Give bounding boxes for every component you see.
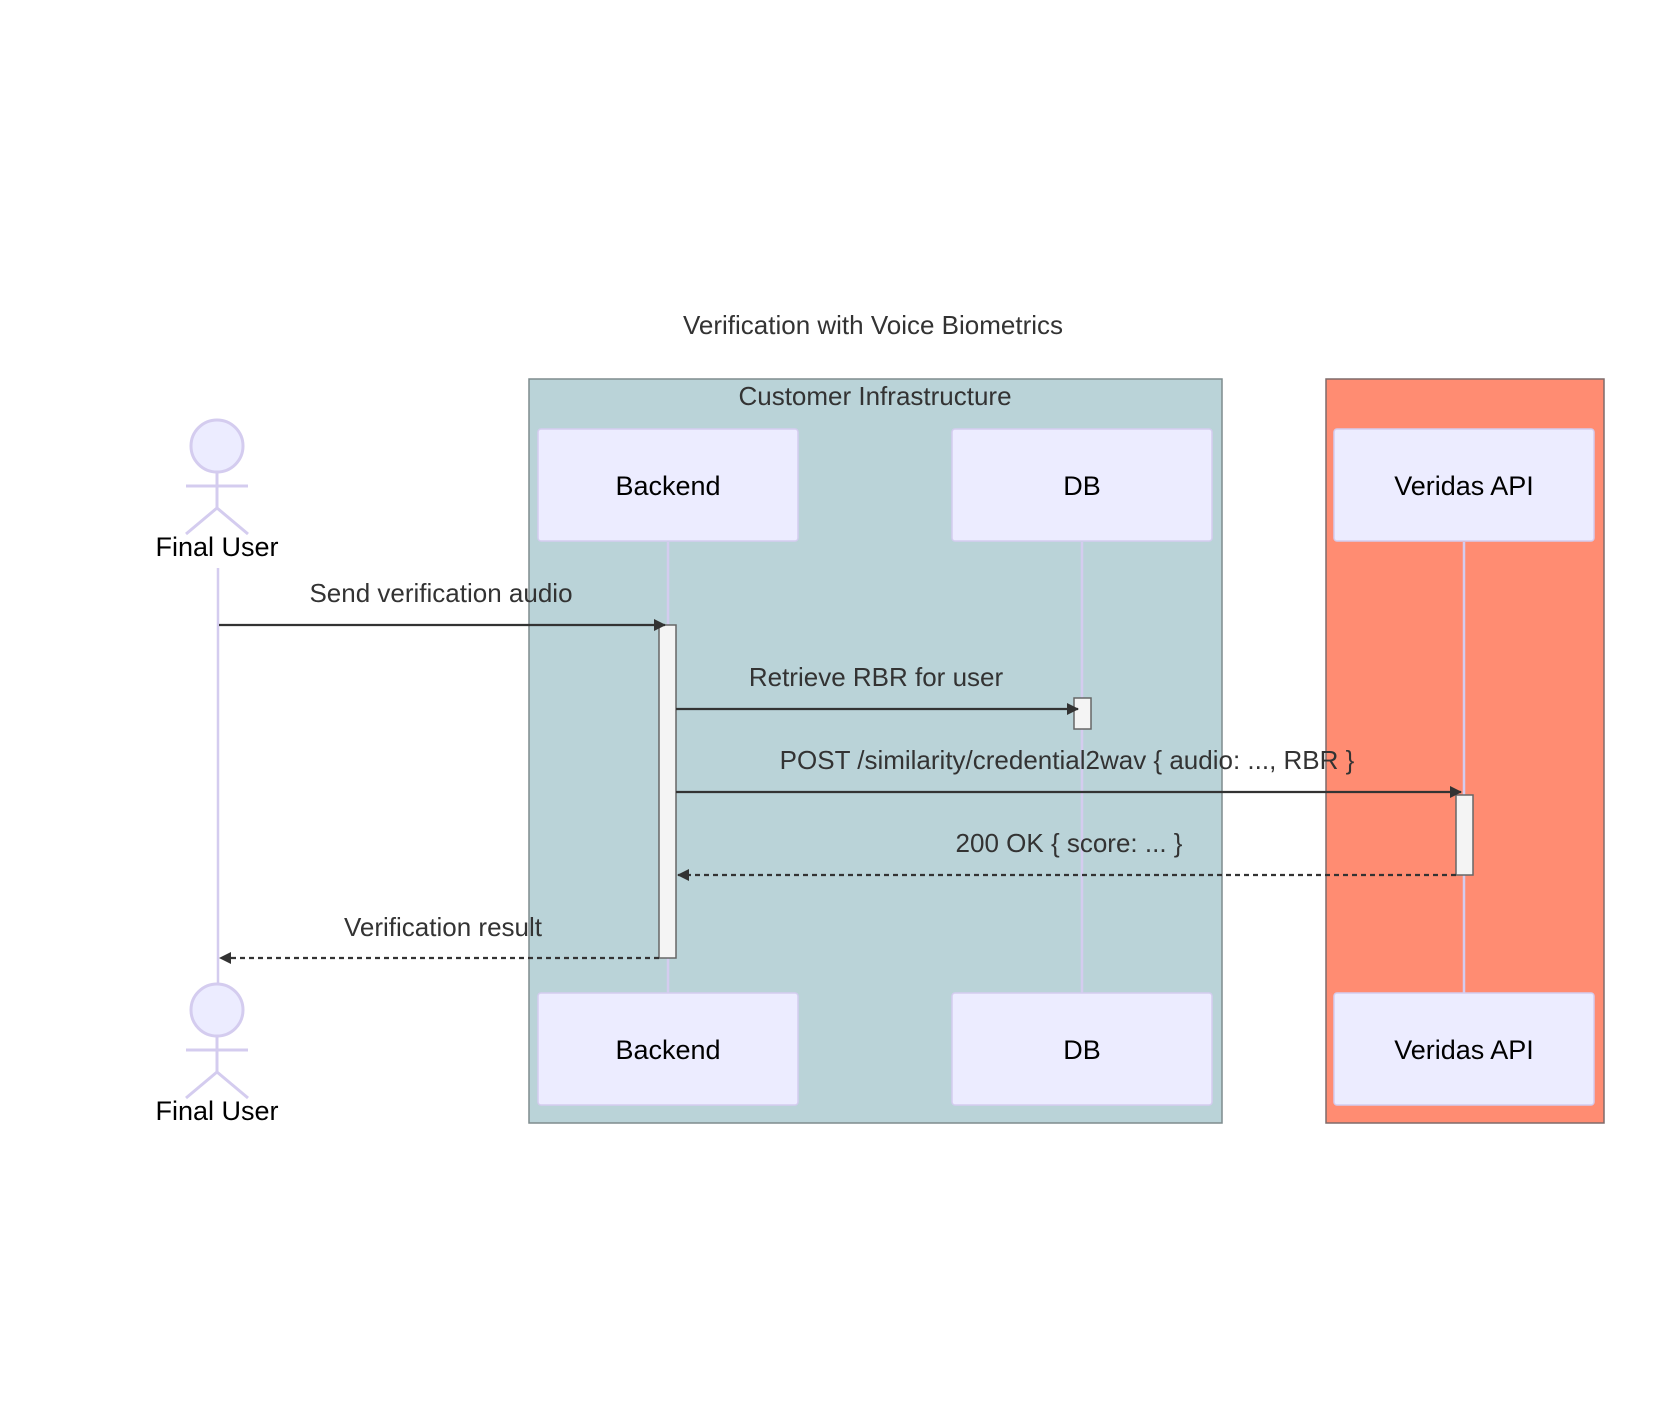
actor-label: Final User xyxy=(155,1096,278,1126)
message-label-send-audio: Send verification audio xyxy=(309,578,572,608)
participant-backend-bottom: Backend xyxy=(537,992,799,1106)
message-label-score-response: 200 OK { score: ... } xyxy=(956,828,1183,858)
person-icon xyxy=(185,418,249,536)
actor-final-user-bottom: Final User xyxy=(155,982,279,1126)
actor-final-user-top: Final User xyxy=(155,418,279,562)
participant-veridas-api-bottom: Veridas API xyxy=(1333,992,1595,1106)
actor-label: Final User xyxy=(155,532,278,562)
participant-label: DB xyxy=(1063,1035,1101,1065)
participant-backend-top: Backend xyxy=(537,428,799,542)
activation-backend xyxy=(658,624,677,959)
participant-db-top: DB xyxy=(951,428,1213,542)
message-label-retrieve-rbr: Retrieve RBR for user xyxy=(749,662,1004,692)
person-icon xyxy=(185,982,249,1100)
participant-label: Veridas API xyxy=(1394,1035,1534,1065)
participant-db-bottom: DB xyxy=(951,992,1213,1106)
participant-veridas-api-top: Veridas API xyxy=(1333,428,1595,542)
message-label-verification-result: Verification result xyxy=(344,912,543,942)
participant-label: Backend xyxy=(615,1035,720,1065)
participant-label: Veridas API xyxy=(1394,471,1534,501)
participant-label: Backend xyxy=(615,471,720,501)
participant-label: DB xyxy=(1063,471,1101,501)
diagram-title: Verification with Voice Biometrics xyxy=(683,310,1063,340)
activation-db xyxy=(1073,697,1092,730)
activation-veridas-api xyxy=(1455,794,1474,876)
message-label-post-similarity: POST /similarity/credential2wav { audio:… xyxy=(780,745,1355,775)
group-label-customer-infrastructure: Customer Infrastructure xyxy=(738,381,1011,411)
